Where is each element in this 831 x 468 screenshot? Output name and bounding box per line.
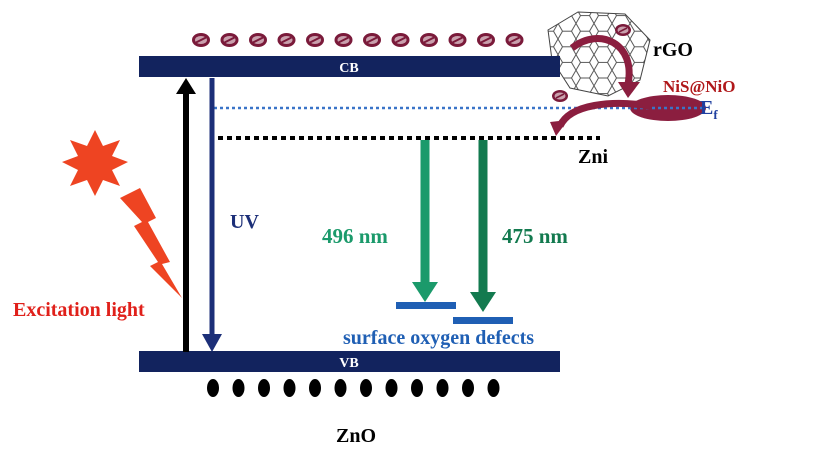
rgo-electron (552, 90, 568, 102)
electron (334, 33, 353, 47)
electron (448, 33, 467, 47)
uv-arrow-head (202, 334, 222, 352)
uv-label: UV (230, 211, 259, 233)
hole (436, 379, 449, 397)
hole (334, 379, 347, 397)
vb-label: VB (339, 356, 358, 371)
hole (385, 379, 398, 397)
valence-band (139, 351, 560, 372)
nis-nio-particle (630, 95, 706, 121)
zno-label: ZnO (336, 425, 376, 447)
electron (249, 33, 267, 47)
fermi-level-sub: f (713, 107, 718, 122)
surface-oxygen-defects-label: surface oxygen defects (343, 327, 534, 349)
defect-level-2 (453, 317, 513, 324)
hole (309, 379, 321, 397)
electron (192, 33, 210, 47)
defect-level-1 (396, 302, 456, 309)
electron (220, 33, 239, 47)
peak-496nm-label: 496 nm (322, 224, 388, 248)
electron-row (192, 33, 524, 47)
hole (462, 379, 474, 397)
fermi-transfer-arrow-head (550, 120, 568, 136)
electron (420, 33, 438, 47)
electron (277, 33, 296, 47)
fermi-transfer-arrow (556, 99, 651, 128)
electron (306, 33, 324, 47)
emission-arrow-496nm-head (412, 282, 438, 302)
fermi-level-label: Ef (700, 97, 718, 122)
fermi-level-main: E (700, 97, 713, 119)
conduction-band (139, 56, 560, 77)
hole (207, 379, 219, 397)
hole-row (207, 379, 500, 397)
hole (283, 379, 296, 397)
hole (411, 379, 423, 397)
excitation-light-label: Excitation light (13, 299, 145, 321)
sun-icon (62, 130, 128, 196)
electron (505, 33, 524, 47)
excitation-arrow-head (176, 78, 196, 94)
zni-label: Zni (578, 146, 608, 168)
electron (363, 33, 381, 47)
hole (258, 379, 270, 397)
lightning-bolt-icon (120, 188, 182, 298)
hole (487, 379, 500, 397)
nis-nio-label: NiS@NiO (663, 77, 736, 96)
electron-transfer-arrow-head (618, 82, 640, 98)
rgo-label: rGO (653, 39, 693, 61)
emission-arrow-475nm-head (470, 292, 496, 312)
electron (391, 33, 410, 47)
electron (477, 33, 495, 47)
cb-label: CB (339, 61, 358, 76)
rgo-electron (615, 24, 631, 36)
electron-transfer-arrow (569, 35, 633, 85)
hole (360, 379, 372, 397)
hole (232, 379, 245, 397)
peak-475nm-label: 475 nm (502, 224, 568, 248)
